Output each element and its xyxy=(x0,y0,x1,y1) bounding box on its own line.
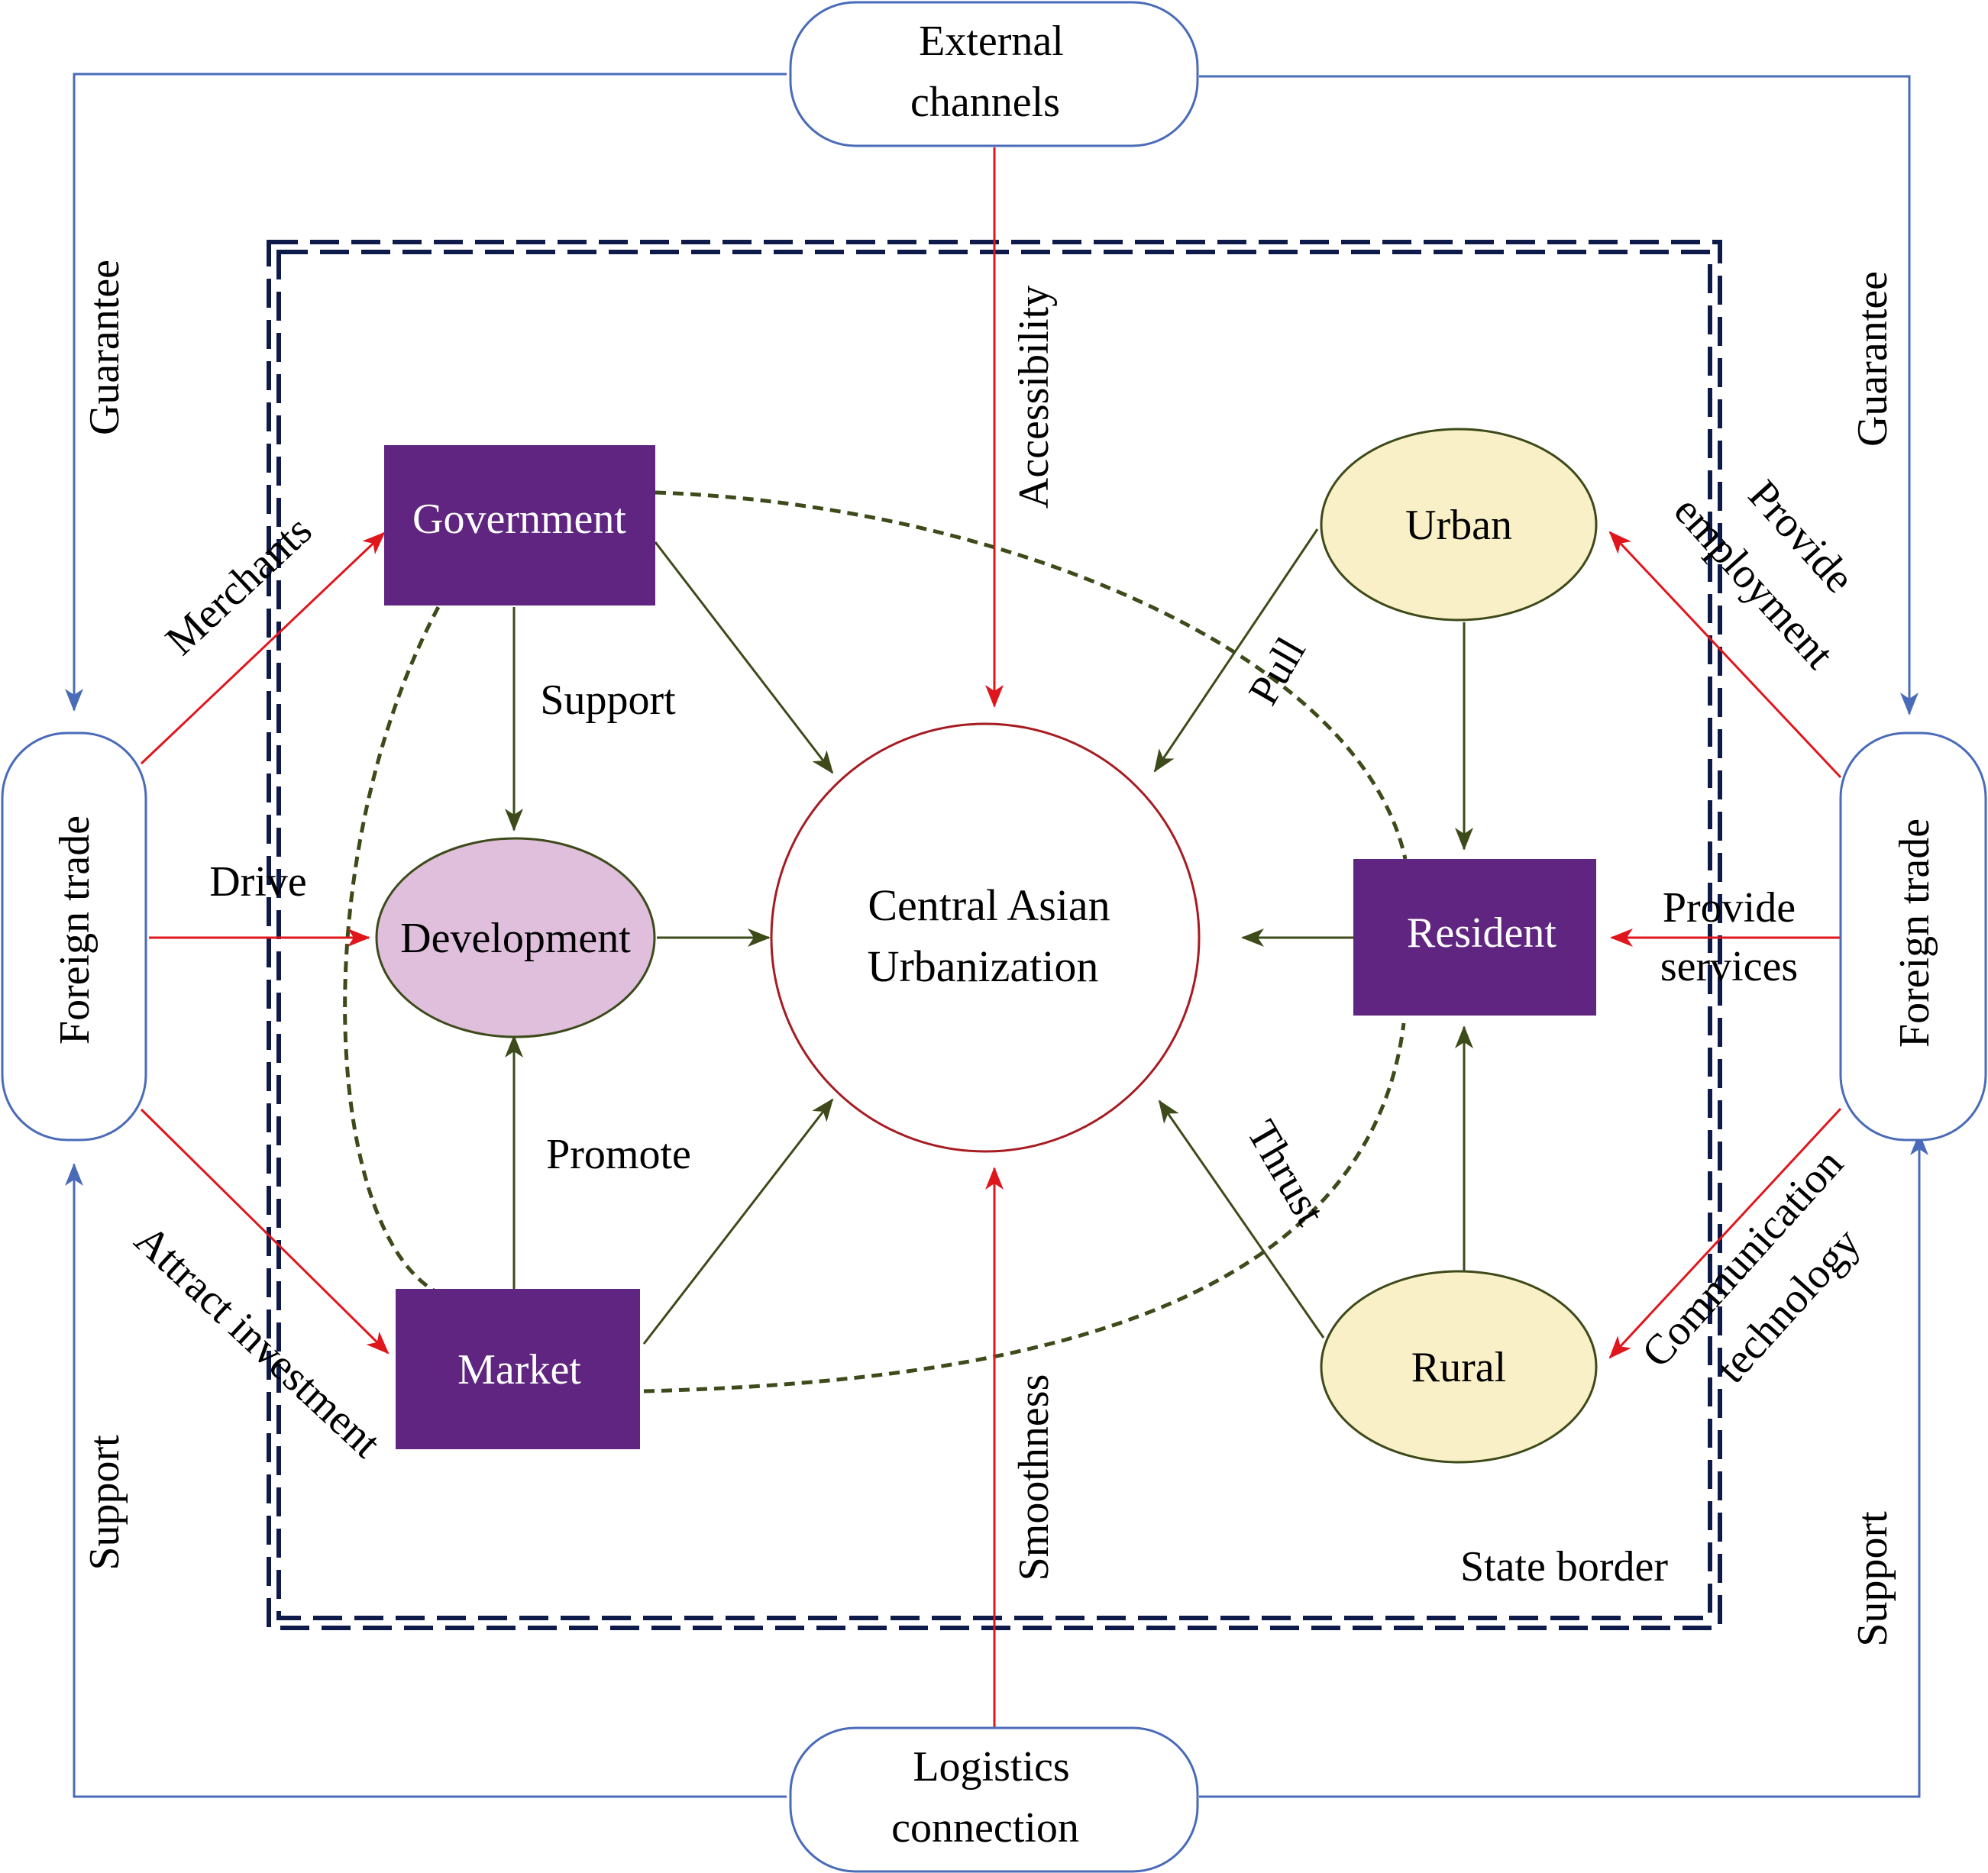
communication-technology-arrow xyxy=(1608,1107,1842,1359)
guarantee-left-line xyxy=(65,73,787,712)
development-node: Development xyxy=(375,837,656,1038)
curve-market-resident xyxy=(643,1022,1406,1393)
provide-services-line1: Provide xyxy=(1663,884,1796,932)
foreign-trade-right-node: Foreign trade xyxy=(1839,731,1987,1142)
promote-label: Promote xyxy=(546,1131,691,1178)
government-label: Government xyxy=(412,496,626,543)
guarantee-right-label: Guarantee xyxy=(1849,271,1896,447)
support-right-label: Support xyxy=(1849,1511,1896,1647)
center-line2: Urbanization xyxy=(868,941,1099,991)
green-arrows xyxy=(505,528,1473,1345)
merchants-label: Merchants xyxy=(157,507,321,665)
rural-to-center-arrow xyxy=(1158,1100,1325,1339)
provide-employment-arrow xyxy=(1608,531,1842,779)
foreign-trade-right-label: Foreign trade xyxy=(1891,819,1938,1048)
thrust-label: Thrust xyxy=(1237,1112,1334,1233)
foreign-trade-left-node: Foreign trade xyxy=(1,731,147,1142)
external-channels-line1: External xyxy=(919,18,1064,65)
pull-label: Pull xyxy=(1240,629,1315,712)
dashed-curves xyxy=(343,490,1408,1393)
urban-node: Urban xyxy=(1320,428,1598,622)
support-left-line xyxy=(65,1163,787,1798)
curve-government-market xyxy=(343,590,449,1293)
red-arrows xyxy=(140,147,1842,1727)
development-label: Development xyxy=(400,915,631,962)
urban-label: Urban xyxy=(1405,502,1512,549)
foreign-trade-left-label: Foreign trade xyxy=(51,815,99,1045)
support-right-line xyxy=(1199,1132,1928,1798)
central-asian-urbanization-node: Central Asian Urbanization xyxy=(770,722,1201,1153)
logistics-connection-line2: connection xyxy=(891,1804,1079,1852)
guarantee-right-line xyxy=(1199,75,1919,715)
resident-node: Resident xyxy=(1353,859,1596,1016)
government-node: Government xyxy=(384,445,655,605)
attract-investment-label: Attract investment xyxy=(125,1216,390,1468)
drive-label: Drive xyxy=(209,858,307,906)
curve-government-resident xyxy=(655,490,1408,860)
urban-to-center-arrow xyxy=(1153,528,1319,773)
rural-node: Rural xyxy=(1320,1270,1598,1464)
support-left-label: Support xyxy=(81,1435,128,1571)
external-channels-node: External channels xyxy=(789,1,1199,147)
resident-label: Resident xyxy=(1407,909,1556,957)
accessibility-label: Accessibility xyxy=(1010,286,1058,509)
attract-investment-arrow xyxy=(140,1108,390,1355)
market-to-center-arrow xyxy=(642,1098,834,1345)
guarantee-left-label: Guarantee xyxy=(81,260,128,435)
logistics-connection-line1: Logistics xyxy=(913,1743,1069,1791)
merchants-arrow xyxy=(140,531,386,765)
state-border-label: State border xyxy=(1460,1543,1668,1590)
smoothness-label: Smoothness xyxy=(1010,1374,1058,1581)
logistics-connection-node: Logistics connection xyxy=(789,1726,1199,1873)
outer-blue-connectors xyxy=(65,73,1928,1798)
rural-label: Rural xyxy=(1411,1344,1506,1391)
provide-services-line2: services xyxy=(1660,943,1798,990)
market-node: Market xyxy=(396,1289,640,1449)
gov-to-center-arrow xyxy=(654,541,834,774)
center-line1: Central Asian xyxy=(868,880,1110,930)
external-channels-line2: channels xyxy=(910,79,1060,126)
market-label: Market xyxy=(457,1346,581,1393)
support-gov-label: Support xyxy=(540,677,676,724)
